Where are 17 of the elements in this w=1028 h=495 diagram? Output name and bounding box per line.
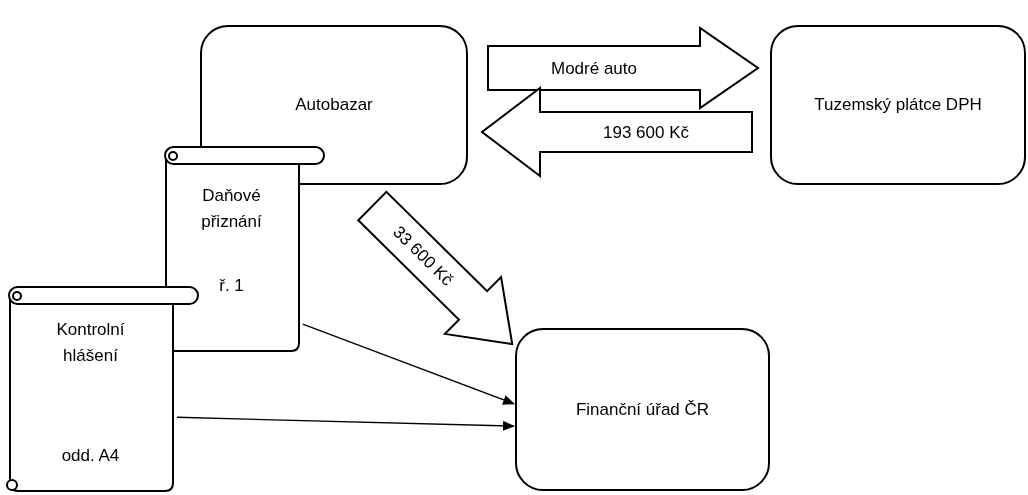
edge-label: 193 600 Kč: [603, 123, 689, 141]
document-note: ř. 1: [218, 275, 245, 297]
node-label: Finanční úřad ČR: [574, 398, 711, 421]
rounded-box: [515, 328, 770, 491]
block-arrow: [480, 86, 753, 178]
document-note: odd. A4: [60, 445, 121, 467]
document-title: Kontrolní hlášení: [55, 319, 126, 367]
arrow: [176, 416, 515, 431]
block-arrow: [356, 190, 514, 346]
rounded-box: [200, 25, 468, 185]
node-label: Autobazar: [294, 94, 374, 117]
rounded-box: [770, 25, 1026, 185]
arrow: [302, 323, 515, 405]
edge-label: Modré auto: [551, 59, 637, 77]
document-title: Daňové přiznání: [200, 185, 263, 233]
block-arrow: [487, 26, 760, 110]
node-label: Tuzemský plátce DPH: [813, 94, 983, 117]
